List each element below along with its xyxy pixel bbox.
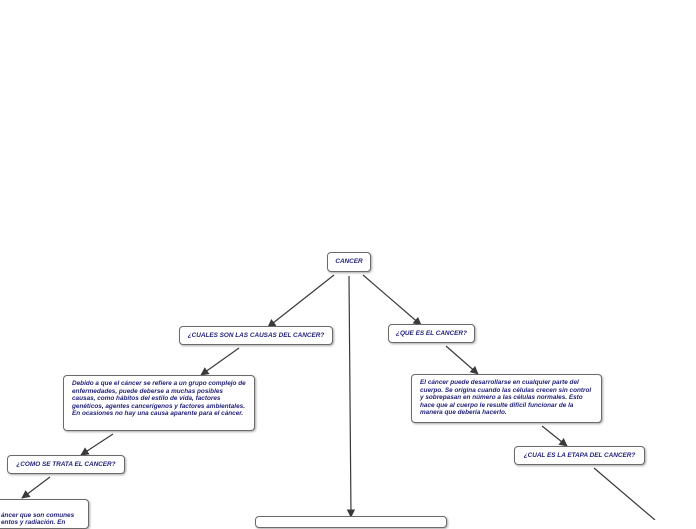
connector-causes-text-to-treat (80, 433, 114, 456)
node-causes-text-label: Debido a que el cáncer se refiere a un g… (72, 380, 246, 418)
node-stage-title-label: ¿CUAL ES LA ETAPA DEL CANCER? (523, 451, 636, 459)
node-what-text-label: El cáncer puede desarrollarse en cualqui… (420, 379, 592, 417)
connector-root-to-causes (267, 274, 335, 328)
node-causes-title-label: ¿CUALES SON LAS CAUSAS DEL CANCER? (187, 331, 325, 339)
node-causes-text[interactable]: Debido a que el cáncer se refiere a un g… (63, 375, 255, 431)
node-what-title-label: ¿QUE ES EL CANCER? (396, 329, 467, 337)
connector-what-text-to-stage (541, 425, 568, 447)
node-causes-title[interactable]: ¿CUALES SON LAS CAUSAS DEL CANCER? (179, 326, 333, 345)
connector-what-to-text (445, 345, 479, 375)
node-treat-text[interactable]: áncer que son comunes entos y radiación.… (0, 499, 89, 529)
connector-treat-to-text (21, 476, 51, 499)
node-treat-title[interactable]: ¿COMO SE TRATA EL CANCER? (7, 455, 125, 474)
connector-root-to-bottom (346, 275, 356, 518)
node-root-label: CANCER (335, 258, 363, 266)
node-bottom-partial[interactable] (255, 516, 447, 528)
connector-stage-to-offscreen (593, 467, 656, 520)
connector-root-to-what (362, 274, 422, 326)
node-stage-title[interactable]: ¿CUAL ES LA ETAPA DEL CANCER? (514, 446, 645, 465)
node-root-cancer[interactable]: CANCER (327, 252, 371, 272)
node-treat-title-label: ¿COMO SE TRATA EL CANCER? (16, 460, 116, 468)
node-treat-text-label: áncer que son comunes entos y radiación.… (1, 511, 75, 527)
node-what-text[interactable]: El cáncer puede desarrollarse en cualqui… (411, 374, 602, 423)
connector-causes-to-text (200, 347, 240, 376)
node-what-title[interactable]: ¿QUE ES EL CANCER? (388, 324, 475, 343)
